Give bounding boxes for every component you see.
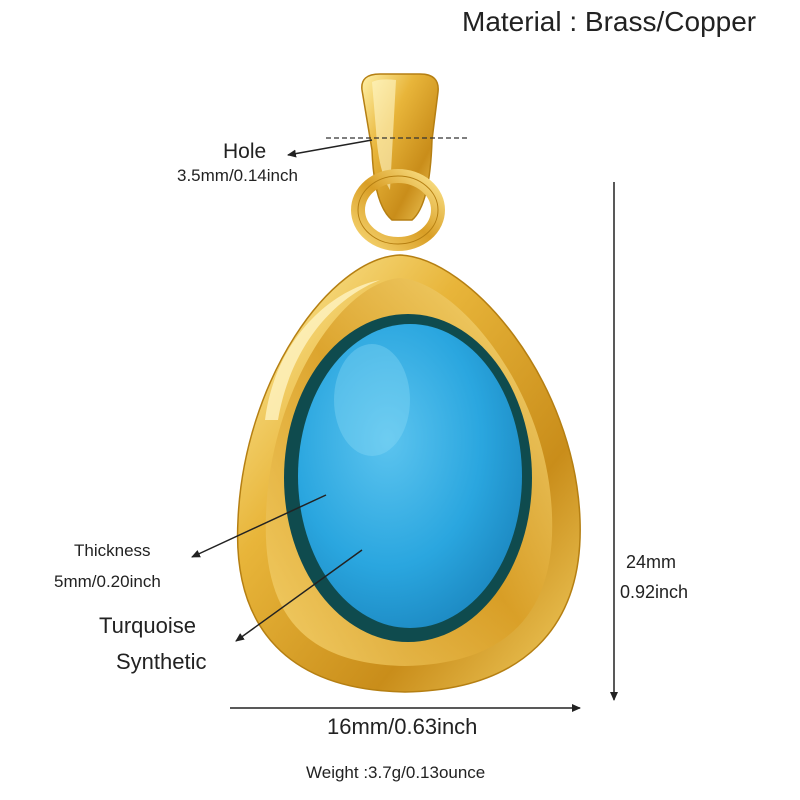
height-inch: 0.92inch (620, 582, 689, 602)
thickness-arrow (191, 494, 327, 558)
height-mm: 24mm (626, 552, 677, 572)
hole-label: Hole (223, 140, 267, 163)
stone-type-line2: Synthetic (116, 649, 207, 674)
material-label: Material : Brass/Copper (462, 6, 757, 37)
stone-arrow (235, 549, 363, 642)
thickness-label: Thickness (74, 541, 151, 560)
hole-arrow (287, 139, 373, 158)
turquoise-stone (284, 314, 532, 642)
width-label: 16mm/0.63inch (327, 714, 478, 739)
stone-type-line1: Turquoise (99, 613, 197, 638)
thickness-size: 5mm/0.20inch (54, 572, 161, 591)
weight-label: Weight :3.7g/0.13ounce (306, 763, 486, 782)
hole-size: 3.5mm/0.14inch (177, 166, 298, 185)
jump-ring (351, 169, 445, 251)
bail (361, 73, 439, 221)
